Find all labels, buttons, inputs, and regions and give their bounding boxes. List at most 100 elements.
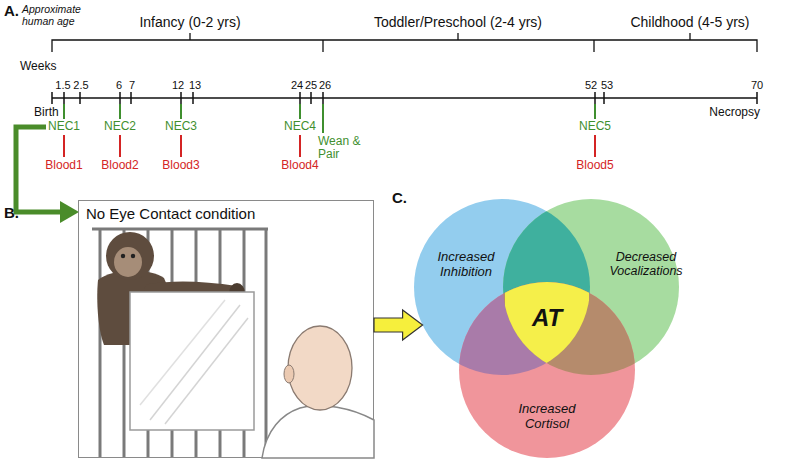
node-text: Increased Cortisol [507, 402, 587, 432]
cage-bars [92, 229, 268, 457]
bracket-divider [593, 40, 594, 52]
blood-mark [63, 135, 65, 157]
blood-mark [180, 135, 182, 157]
monkey-eye [131, 254, 135, 258]
axis-tick [63, 92, 65, 104]
monkey-head [106, 232, 154, 280]
bracket-tick [457, 33, 458, 40]
panel-sheen [150, 305, 240, 420]
axis-tick [594, 92, 596, 104]
nec-mark [119, 104, 121, 119]
nec-mark [299, 104, 301, 119]
event-label: Wean & Pair [318, 135, 366, 161]
axis-label: Necropsy [709, 106, 760, 119]
axis-tick [603, 92, 605, 104]
monkey-hand [229, 283, 245, 303]
tick-label: 53 [601, 79, 613, 91]
axis-tick [180, 92, 182, 104]
blood-mark [119, 135, 121, 157]
cage-bar [219, 229, 222, 457]
tick-label: 24 [291, 79, 303, 91]
bracket-tick [189, 33, 190, 40]
axis-tick [299, 92, 301, 104]
axis-tick [51, 92, 53, 104]
nec-label: NEC4 [284, 120, 316, 133]
person-head [288, 326, 352, 410]
cage-bar [243, 229, 246, 457]
node-text: Decreased Vocalizations [600, 250, 692, 279]
age-band-label: Childhood (4-5 yrs) [630, 15, 749, 30]
overlap-fill [459, 282, 635, 458]
blood-mark [299, 135, 301, 157]
nec-mark [594, 104, 596, 119]
axis-label: Weeks [20, 60, 56, 73]
bracket-line [52, 40, 757, 52]
panel-sheen [165, 318, 248, 424]
axis-tick [192, 92, 194, 104]
panel-sheen [140, 300, 225, 405]
axis-tick [322, 92, 324, 104]
intersection-region: AT [505, 282, 589, 366]
node-text: No Eye Contact condition [86, 205, 368, 222]
tick-label: 1.5 [55, 79, 70, 91]
panel-letter: B. [4, 205, 19, 222]
tick-label: 7 [129, 79, 135, 91]
blood-mark [594, 135, 596, 157]
cage-bar [99, 229, 102, 457]
tick-label: 12 [172, 79, 184, 91]
nec-mark [63, 104, 65, 119]
tick-label: 26 [319, 79, 331, 91]
blood-label: Blood4 [281, 159, 318, 172]
nec-label: NEC5 [579, 120, 611, 133]
circle-fill [459, 282, 635, 458]
bracket-tick [689, 33, 690, 40]
nec-label: NEC2 [104, 120, 136, 133]
overlap-fill [459, 282, 635, 458]
blood-label: Blood3 [162, 159, 199, 172]
blocking-panel [130, 292, 254, 430]
axis-label: Birth [34, 106, 59, 119]
monkey-body [97, 271, 173, 345]
node-text: AT [505, 304, 589, 332]
node-text: Increased Inhibition [426, 250, 506, 280]
lens-fill [505, 282, 589, 366]
monkey-arm [150, 287, 236, 292]
overlap-green-red [459, 282, 635, 458]
blood-label: Blood5 [576, 159, 613, 172]
bracket-divider [322, 40, 323, 52]
arrow-head [60, 201, 79, 223]
axis-line [52, 97, 757, 99]
panel-letter: C. [392, 190, 407, 207]
cage-bar [123, 229, 126, 457]
axis-title: Approximate human age [22, 4, 94, 27]
tick-label: 25 [305, 79, 317, 91]
panel-letter: A. [4, 3, 19, 20]
nec-marks [64, 104, 595, 133]
cage-bar [147, 229, 150, 457]
cage-bar [195, 229, 198, 457]
blood-label: Blood2 [101, 159, 138, 172]
nec-mark [180, 104, 182, 119]
monkey-face [114, 247, 142, 277]
blood-label: Blood1 [45, 159, 82, 172]
age-band-label: Toddler/Preschool (2-4 yrs) [374, 15, 542, 30]
person [262, 326, 374, 458]
axis-tick [79, 92, 81, 104]
overlap-blue-red [459, 282, 635, 458]
age-band-label: Infancy (0-2 yrs) [139, 15, 240, 30]
axis-tick [130, 92, 132, 104]
axis-tick [756, 92, 758, 104]
nec-label: NEC3 [165, 120, 197, 133]
week-axis [52, 92, 757, 104]
person-ear [284, 365, 294, 383]
monkey-eye [121, 254, 125, 258]
tick-label: 70 [751, 79, 763, 91]
axis-tick [310, 92, 312, 104]
lens-clip [505, 282, 589, 366]
axis-tick [119, 92, 121, 104]
person-shirt [262, 406, 374, 458]
cage-bar [171, 229, 174, 457]
